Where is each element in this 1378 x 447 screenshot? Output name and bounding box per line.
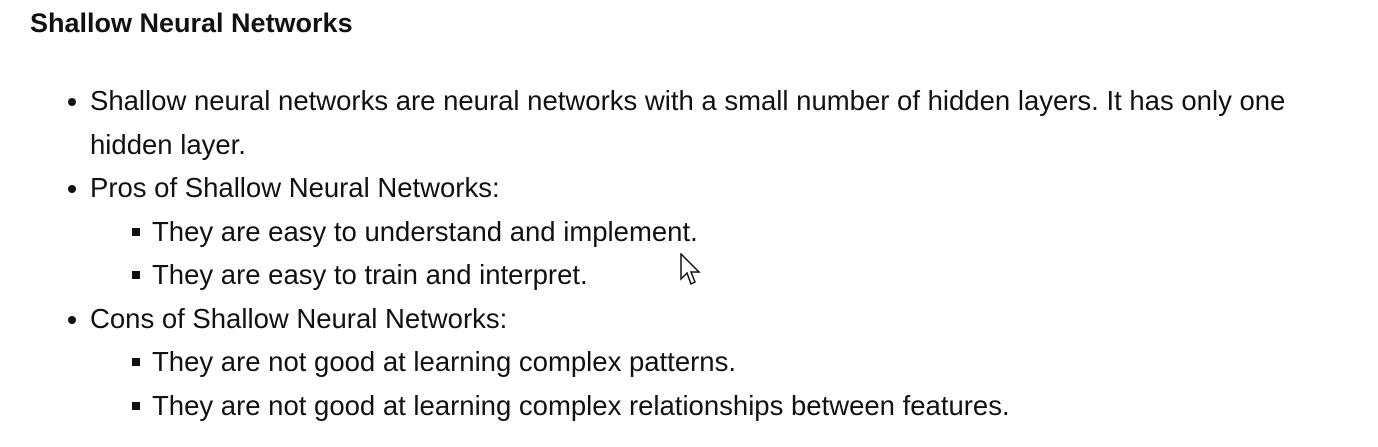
- sub-list-item-text: They are easy to understand and implemen…: [152, 215, 698, 247]
- sub-list-item: They are easy to train and interpret.: [132, 253, 1370, 297]
- mouse-cursor-icon: [680, 253, 701, 286]
- bullet-icon: [68, 185, 76, 193]
- sub-list: They are not good at learning complex pa…: [90, 340, 1370, 427]
- bullet-list: Shallow neural networks are neural netwo…: [68, 79, 1370, 428]
- list-item-text: Cons of Shallow Neural Networks:: [90, 302, 508, 334]
- sub-list-item-text: They are not good at learning complex re…: [152, 389, 1010, 421]
- bullet-icon: [68, 98, 76, 106]
- bullet-icon: [68, 315, 76, 324]
- list-item-text: Shallow neural networks are neural netwo…: [90, 85, 1286, 160]
- square-bullet-icon: [132, 271, 140, 279]
- sub-list-item-text: They are not good at learning complex pa…: [152, 346, 736, 377]
- sub-list-item-text: They are easy to train and interpret.: [152, 259, 588, 290]
- sub-list-item: They are not good at learning complex pa…: [132, 340, 1370, 384]
- list-item-text: Pros of Shallow Neural Networks:: [90, 172, 500, 203]
- square-bullet-icon: [132, 401, 140, 410]
- sub-list-item: They are easy to understand and implemen…: [132, 210, 1370, 254]
- list-item: Pros of Shallow Neural Networks: They ar…: [68, 166, 1370, 297]
- section-heading: Shallow Neural Networks: [30, 8, 353, 38]
- square-bullet-icon: [132, 227, 140, 236]
- sub-list-item: They are not good at learning complex re…: [132, 384, 1370, 428]
- list-item: Cons of Shallow Neural Networks: They ar…: [68, 297, 1370, 428]
- list-item: Shallow neural networks are neural netwo…: [68, 79, 1370, 166]
- sub-list: They are easy to understand and implemen…: [90, 210, 1370, 297]
- square-bullet-icon: [132, 358, 140, 366]
